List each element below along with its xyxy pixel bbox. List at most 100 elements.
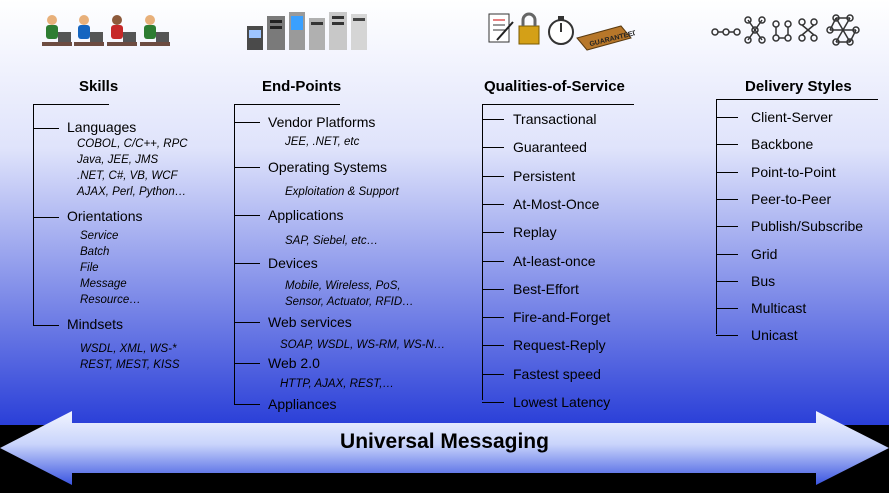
endpoints-branch	[234, 322, 260, 323]
background-panel	[0, 0, 889, 425]
universal-messaging-banner: Universal Messaging	[340, 430, 549, 453]
qos-trunk	[482, 104, 483, 400]
delivery-item: Client-Server	[751, 109, 833, 125]
qos-item: Guaranteed	[513, 139, 587, 156]
qos-branch	[482, 175, 504, 177]
skills-orientations-details: Service Batch File Message Resource…	[80, 228, 141, 308]
delivery-branch	[716, 226, 738, 228]
endpoints-item-web20: Web 2.0	[268, 355, 320, 371]
detail-line: SOAP, WSDL, WS-RM, WS-N…	[280, 339, 446, 351]
document-lock-stopwatch-guaranteed-icon: GUARANTEED	[488, 12, 635, 51]
endpoints-applications-details: SAP, Siebel, etc…	[285, 233, 378, 249]
skills-item-languages: Languages	[67, 119, 137, 135]
delivery-trunk	[716, 99, 717, 334]
endpoints-branch	[234, 363, 260, 364]
qos-item: Request-Reply	[513, 337, 606, 354]
delivery-item: Backbone	[751, 136, 814, 153]
qos-branch	[482, 288, 504, 290]
detail-line: Batch	[80, 246, 110, 258]
endpoints-branch	[234, 263, 260, 264]
detail-line: File	[80, 262, 99, 274]
detail-line: Exploitation & Support	[285, 186, 399, 198]
detail-line: Java, JEE, JMS	[77, 154, 159, 166]
delivery-branch	[716, 144, 738, 146]
delivery-item: Unicast	[751, 327, 798, 344]
servers-devices-icon	[247, 12, 367, 50]
qos-item: Lowest Latency	[513, 394, 611, 410]
qos-branch	[482, 260, 504, 262]
skills-heading: Skills	[79, 78, 119, 95]
network-topology-icon	[711, 14, 860, 46]
detail-line: HTTP, AJAX, REST,…	[280, 378, 394, 390]
qos-heading: Qualities-of-Service	[484, 78, 625, 95]
skills-mindsets-details: WSDL, XML, WS-* REST, MEST, KISS	[80, 341, 180, 373]
qos-item: At-Most-Once	[513, 195, 600, 212]
endpoints-trunk	[234, 104, 235, 404]
detail-line: JEE, .NET, etc	[285, 136, 360, 148]
qos-branch	[482, 232, 504, 234]
qos-item: Transactional	[513, 111, 597, 127]
qos-item: At-least-once	[513, 252, 596, 269]
delivery-branch	[716, 280, 738, 282]
qos-branch	[482, 147, 504, 149]
skills-trunk	[33, 104, 34, 326]
qos-branch	[482, 203, 504, 205]
endpoints-top-rule	[234, 104, 340, 105]
detail-line: REST, MEST, KISS	[80, 359, 180, 371]
delivery-heading: Delivery Styles	[745, 78, 852, 95]
detail-line: .NET, C#, VB, WCF	[77, 170, 178, 182]
people-at-computers-icon	[42, 15, 170, 46]
qos-branch	[482, 373, 504, 375]
qos-item: Fastest speed	[513, 365, 601, 382]
endpoints-item-devices: Devices	[268, 255, 318, 271]
delivery-item: Publish/Subscribe	[751, 218, 864, 235]
endpoints-os-details: Exploitation & Support	[285, 184, 399, 200]
endpoints-branch	[234, 167, 260, 168]
detail-line: AJAX, Perl, Python…	[77, 186, 187, 198]
endpoints-vendor-details: JEE, .NET, etc	[285, 134, 359, 150]
detail-line: Sensor, Actuator, RFID…	[285, 296, 414, 308]
delivery-branch	[716, 171, 738, 173]
delivery-branch	[716, 335, 738, 337]
qos-top-rule	[482, 104, 634, 105]
delivery-branch	[716, 253, 738, 255]
endpoints-devices-details: Mobile, Wireless, PoS, Sensor, Actuator,…	[285, 278, 414, 310]
skills-languages-details: COBOL, C/C++, RPC Java, JEE, JMS .NET, C…	[77, 136, 188, 200]
endpoints-webservices-details: SOAP, WSDL, WS-RM, WS-N…	[280, 337, 445, 353]
delivery-branch	[716, 308, 738, 310]
qos-item: Best-Effort	[513, 280, 579, 297]
delivery-item: Peer-to-Peer	[751, 190, 832, 207]
skills-item-mindsets: Mindsets	[67, 316, 124, 332]
qos-item: Persistent	[513, 167, 576, 184]
endpoints-branch	[234, 122, 260, 123]
qos-item: Fire-and-Forget	[513, 309, 611, 326]
delivery-item: Bus	[751, 272, 776, 289]
detail-line: WSDL, XML, WS-*	[80, 343, 177, 355]
endpoints-branch	[234, 215, 260, 216]
endpoints-heading: End-Points	[262, 78, 342, 95]
endpoints-web20-details: HTTP, AJAX, REST,…	[280, 376, 394, 392]
delivery-item: Point-to-Point	[751, 163, 836, 180]
endpoints-item-vendor-platforms: Vendor Platforms	[268, 114, 376, 130]
delivery-branch	[716, 117, 738, 118]
skills-branch	[33, 217, 59, 218]
delivery-branch	[716, 198, 738, 200]
skills-branch	[33, 128, 59, 129]
endpoints-item-operating-systems: Operating Systems	[268, 159, 388, 175]
endpoints-branch	[234, 404, 260, 405]
skills-top-rule	[33, 104, 109, 105]
qos-branch	[482, 317, 504, 319]
detail-line: COBOL, C/C++, RPC	[77, 138, 188, 150]
endpoints-item-applications: Applications	[268, 207, 344, 223]
detail-line: Mobile, Wireless, PoS,	[285, 280, 401, 292]
delivery-item: Multicast	[751, 300, 807, 317]
skills-item-orientations: Orientations	[67, 208, 143, 224]
qos-branch	[482, 345, 504, 347]
detail-line: Message	[80, 278, 127, 290]
endpoints-item-web-services: Web services	[268, 314, 352, 330]
detail-line: SAP, Siebel, etc…	[285, 235, 379, 247]
detail-line: Resource…	[80, 294, 141, 306]
qos-branch	[482, 119, 504, 120]
